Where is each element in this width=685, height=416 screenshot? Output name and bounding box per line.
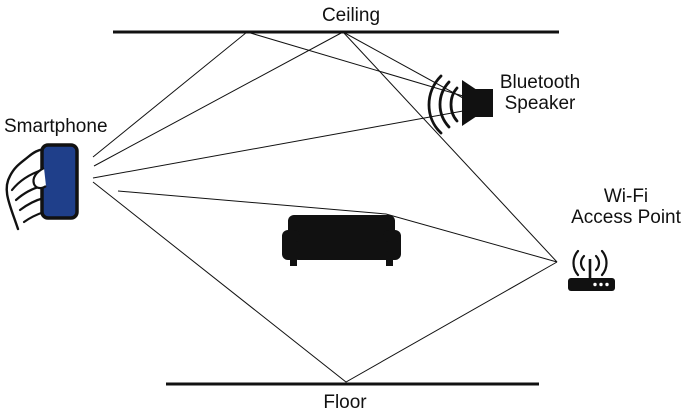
- speaker-icon: [427, 74, 493, 135]
- wifi-router-icon: [568, 249, 615, 291]
- speaker-label-line1: Bluetooth: [499, 72, 581, 93]
- access-point-label-line2: Access Point: [571, 207, 681, 228]
- path-phone-sofa-ap: [117, 190, 558, 263]
- access-point-label: Wi-Fi Access Point: [566, 186, 685, 228]
- smartphone-hand-icon: [5, 143, 79, 231]
- smartphone-label: Smartphone: [4, 116, 108, 137]
- path-phone-speaker-direct: [92, 110, 464, 179]
- floor-label: Floor: [323, 392, 367, 413]
- speaker-label: Bluetooth Speaker: [480, 72, 600, 114]
- phone-body: [40, 143, 79, 220]
- path-phone-ceiling-speaker-b: [93, 31, 464, 167]
- ceiling-label: Ceiling: [321, 5, 381, 26]
- speaker-label-line2: Speaker: [504, 93, 576, 114]
- access-point-label-line1: Wi-Fi: [603, 186, 649, 207]
- path-phone-floor-ap: [92, 181, 558, 383]
- path-phone-ceiling-speaker-a: [92, 31, 464, 158]
- signal-paths: [92, 31, 558, 383]
- sofa-icon: [282, 215, 401, 266]
- path-ceiling-ap: [342, 31, 558, 263]
